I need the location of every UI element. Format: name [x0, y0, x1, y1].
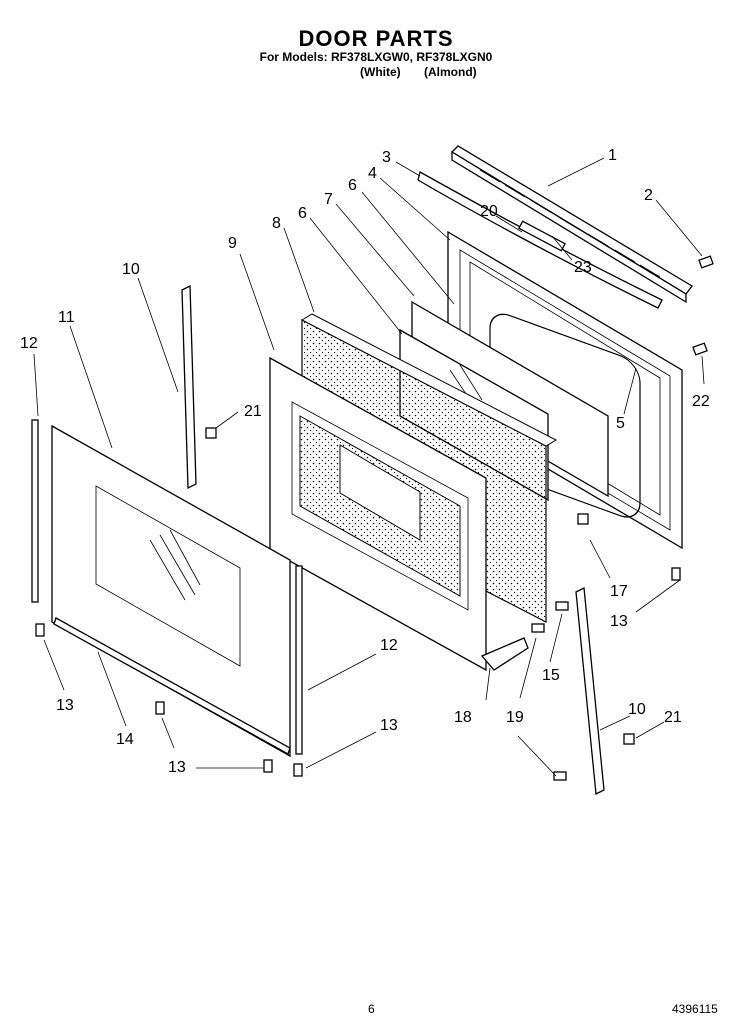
callout-13b: 13 — [168, 759, 186, 776]
callout-9: 9 — [228, 235, 237, 252]
callout-12b: 12 — [380, 637, 398, 654]
part-screw-2 — [698, 255, 714, 269]
part-bracket — [480, 637, 529, 671]
variant-white: (White) — [360, 65, 401, 79]
callout-13a: 13 — [56, 697, 74, 714]
callout-23: 23 — [574, 259, 592, 276]
callout-11: 11 — [58, 309, 75, 326]
part-side-trim-right — [295, 565, 303, 755]
part-inner-door-panel — [269, 356, 487, 672]
part-side-trim-left — [31, 419, 39, 603]
callout-6b: 6 — [298, 205, 307, 222]
callout-17: 17 — [610, 583, 628, 600]
callout-21a: 21 — [244, 403, 262, 420]
callout-20: 20 — [480, 203, 498, 220]
callout-3: 3 — [382, 149, 391, 166]
part-hinge-left — [181, 284, 197, 490]
part-outer-glass — [51, 424, 291, 758]
callout-19: 19 — [506, 709, 524, 726]
page-number: 6 — [368, 1002, 375, 1016]
part-clip-17 — [577, 513, 589, 525]
part-top-trim — [450, 145, 693, 304]
part-screw-22 — [692, 342, 708, 356]
part-bottom-trim — [53, 617, 291, 755]
callout-18: 18 — [454, 709, 472, 726]
document-number: 4396115 — [672, 1002, 718, 1016]
callout-14: 14 — [116, 731, 134, 748]
callout-1: 1 — [608, 147, 617, 164]
callout-22: 22 — [692, 393, 710, 410]
part-hinge-right — [575, 586, 605, 796]
callout-numbers: 1 2 3 4 5 6 6 7 8 9 10 10 11 12 12 13 13… — [20, 147, 710, 776]
callout-21b: 21 — [664, 709, 682, 726]
part-label-20 — [518, 220, 566, 252]
part-clip-21-left — [205, 427, 217, 439]
diagram-title: DOOR PARTS — [298, 26, 454, 51]
models-line: For Models: RF378LXGW0, RF378LXGN0 — [259, 50, 493, 64]
leader-lines — [33, 157, 705, 777]
callout-13d: 13 — [610, 613, 628, 630]
callout-10a: 10 — [122, 261, 140, 278]
callout-10b: 10 — [628, 701, 646, 718]
callout-4: 4 — [368, 165, 377, 182]
callout-2: 2 — [644, 187, 653, 204]
callout-12a: 12 — [20, 335, 38, 352]
variant-almond: (Almond) — [424, 65, 477, 79]
callout-6a: 6 — [348, 177, 357, 194]
callout-15: 15 — [542, 667, 560, 684]
screw-set — [35, 567, 681, 781]
callout-5: 5 — [616, 415, 625, 432]
callout-8: 8 — [272, 215, 281, 232]
part-clip-21-right — [623, 733, 635, 745]
callout-7: 7 — [324, 191, 333, 208]
callout-13c: 13 — [380, 717, 398, 734]
